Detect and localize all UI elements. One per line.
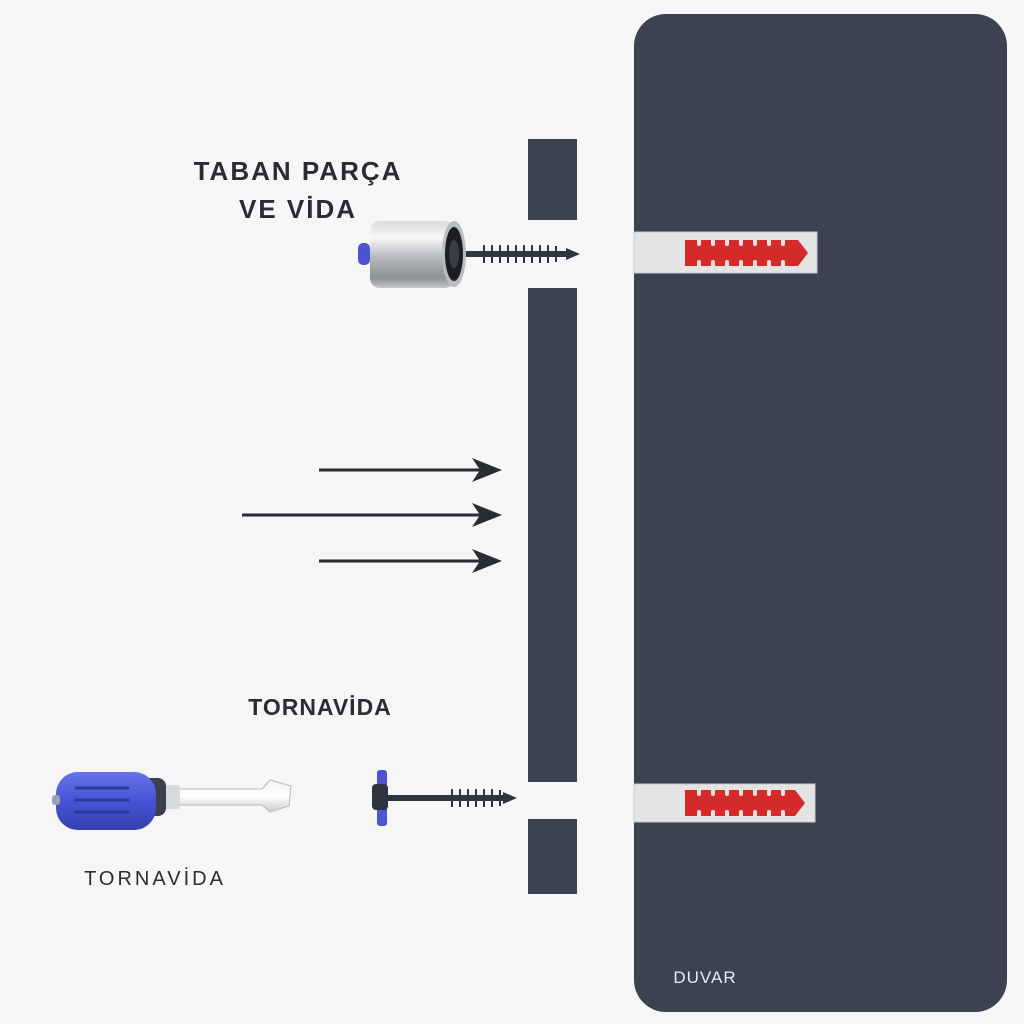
screwdriver-label-bottom: TORNAVİDA [84, 868, 226, 890]
cylinder-standoff-icon [358, 221, 580, 288]
panel-segment-middle [528, 288, 577, 782]
arrow-right-icon [242, 503, 502, 527]
panel [528, 139, 577, 894]
screw-icon [372, 770, 517, 826]
wall [634, 14, 1007, 1012]
screwdriver-icon [52, 772, 292, 830]
arrow-right-icon [319, 549, 502, 573]
base-part-label: TABAN PARÇA VE VİDA [150, 152, 446, 228]
wall-plug-icon [633, 231, 818, 274]
screwdriver-label-top: TORNAVİDA [248, 694, 392, 720]
panel-segment-bottom [528, 819, 577, 894]
wall-plug-icon [633, 783, 816, 823]
base-part-label-line2: VE VİDA [238, 194, 358, 224]
base-part-label-line1: TABAN PARÇA [193, 156, 403, 186]
wall-label: DUVAR [673, 968, 737, 987]
arrow-right-icon [319, 458, 502, 482]
panel-segment-top [528, 139, 577, 220]
